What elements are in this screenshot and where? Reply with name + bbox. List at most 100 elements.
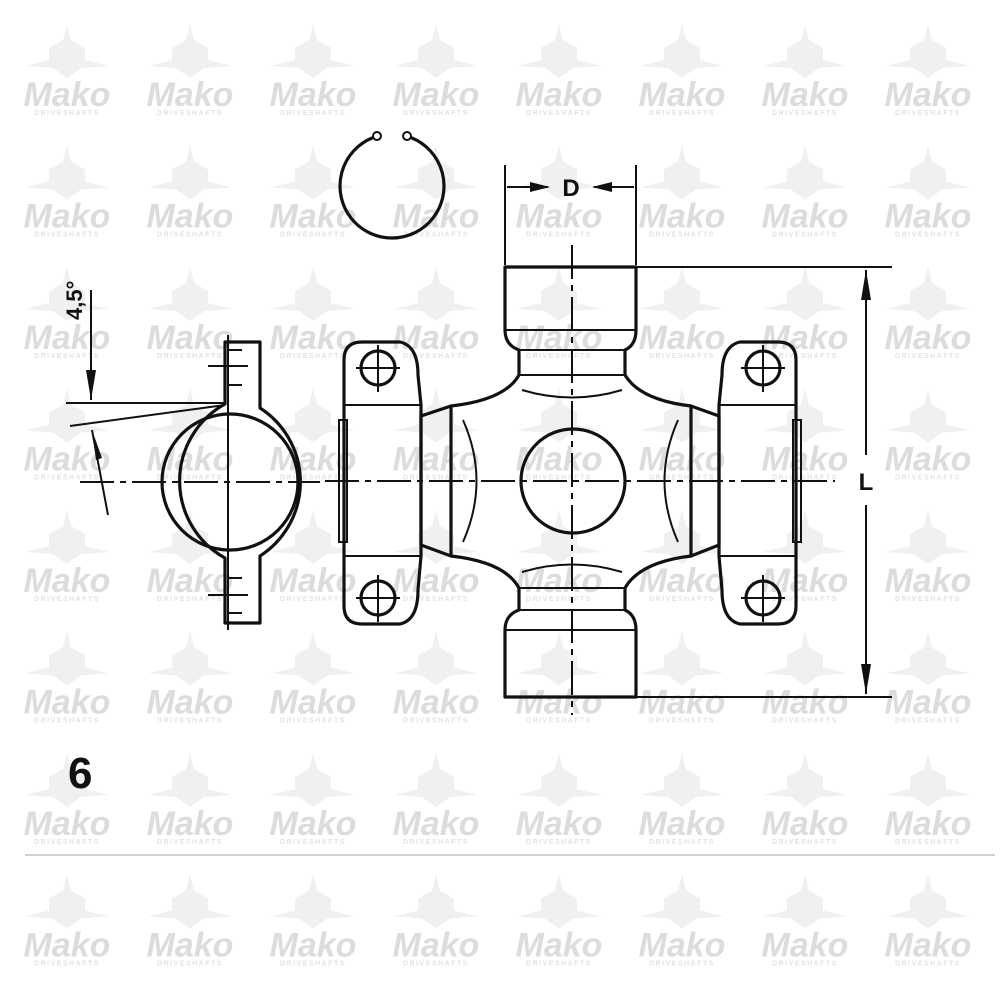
- shark-logo-icon: [394, 145, 478, 200]
- watermark-subtitle: DRIVESHAFTS: [526, 961, 592, 968]
- watermark-brand: Mako: [270, 319, 357, 357]
- watermark-subtitle: DRIVESHAFTS: [403, 596, 469, 603]
- shark-logo-icon: [25, 145, 109, 200]
- shark-logo-icon: [763, 874, 847, 929]
- watermark-subtitle: DRIVESHAFTS: [34, 596, 100, 603]
- angle-label: 4,5°: [62, 281, 87, 320]
- watermark-brand: Mako: [762, 684, 849, 722]
- watermark-brand: Mako: [639, 684, 726, 722]
- shark-logo-icon: [148, 874, 232, 929]
- shark-logo-icon: [886, 24, 970, 78]
- watermark-subtitle: DRIVESHAFTS: [526, 839, 592, 846]
- watermark-subtitle: DRIVESHAFTS: [34, 839, 100, 846]
- shark-logo-icon: [394, 510, 478, 564]
- watermark-brand: Mako: [393, 684, 480, 722]
- shark-logo-icon: [394, 388, 478, 443]
- watermark-brand: Mako: [516, 198, 603, 236]
- watermark-subtitle: DRIVESHAFTS: [649, 596, 715, 603]
- watermark-subtitle: DRIVESHAFTS: [157, 961, 223, 968]
- watermark-brand: Mako: [393, 927, 480, 965]
- shark-logo-icon: [25, 24, 109, 78]
- left-bearing-block: [338, 340, 423, 626]
- watermark-subtitle: DRIVESHAFTS: [526, 232, 592, 239]
- watermark-brand: Mako: [24, 76, 111, 114]
- watermark-brand: Mako: [885, 441, 972, 479]
- watermark-subtitle: DRIVESHAFTS: [526, 596, 592, 603]
- watermark-subtitle: DRIVESHAFTS: [772, 353, 838, 360]
- watermark-subtitle: DRIVESHAFTS: [403, 961, 469, 968]
- watermark-subtitle: DRIVESHAFTS: [895, 232, 961, 239]
- dimension-l-label: L: [859, 469, 874, 496]
- watermark-subtitle: DRIVESHAFTS: [280, 839, 346, 846]
- watermark-subtitle: DRIVESHAFTS: [526, 110, 592, 117]
- watermark-brand: Mako: [885, 927, 972, 965]
- watermark-subtitle: DRIVESHAFTS: [895, 475, 961, 482]
- watermark-subtitle: DRIVESHAFTS: [403, 232, 469, 239]
- watermark-subtitle: DRIVESHAFTS: [649, 475, 715, 482]
- watermark-subtitle: DRIVESHAFTS: [649, 839, 715, 846]
- shark-logo-icon: [886, 510, 970, 564]
- watermark-brand: Mako: [885, 76, 972, 114]
- shark-logo-icon: [640, 631, 724, 686]
- shark-logo-icon: [25, 388, 109, 443]
- watermark-subtitle: DRIVESHAFTS: [157, 353, 223, 360]
- shark-logo-icon: [271, 753, 355, 807]
- shark-logo-icon: [25, 267, 109, 321]
- watermark-brand: Mako: [885, 805, 972, 843]
- watermark-subtitle: DRIVESHAFTS: [157, 718, 223, 725]
- shark-logo-icon: [394, 267, 478, 321]
- shark-logo-icon: [148, 145, 232, 200]
- watermark-subtitle: DRIVESHAFTS: [403, 839, 469, 846]
- watermark-brand: Mako: [639, 76, 726, 114]
- watermark-brand: Mako: [393, 76, 480, 114]
- watermark-subtitle: DRIVESHAFTS: [772, 961, 838, 968]
- watermark-subtitle: DRIVESHAFTS: [34, 961, 100, 968]
- watermark-brand: Mako: [147, 927, 234, 965]
- shark-logo-icon: [271, 145, 355, 200]
- watermark-brand: Mako: [885, 562, 972, 600]
- watermark-subtitle: DRIVESHAFTS: [157, 232, 223, 239]
- watermark-subtitle: DRIVESHAFTS: [403, 353, 469, 360]
- shark-logo-icon: [148, 267, 232, 321]
- watermark-subtitle: DRIVESHAFTS: [772, 718, 838, 725]
- shark-logo-icon: [886, 631, 970, 686]
- watermark-subtitle: DRIVESHAFTS: [526, 353, 592, 360]
- watermark-brand: Mako: [762, 805, 849, 843]
- watermark-brand: Mako: [393, 319, 480, 357]
- watermark-subtitle: DRIVESHAFTS: [895, 353, 961, 360]
- watermark-subtitle: DRIVESHAFTS: [280, 961, 346, 968]
- watermark-brand: Mako: [147, 198, 234, 236]
- dimension-d-label: D: [562, 175, 579, 202]
- snap-ring: [338, 131, 446, 240]
- shark-logo-icon: [394, 753, 478, 807]
- watermark-subtitle: DRIVESHAFTS: [649, 718, 715, 725]
- shark-logo-icon: [394, 24, 478, 78]
- watermark-brand: Mako: [762, 198, 849, 236]
- watermark-subtitle: DRIVESHAFTS: [403, 718, 469, 725]
- watermark-brand: Mako: [270, 927, 357, 965]
- watermark-subtitle: DRIVESHAFTS: [649, 232, 715, 239]
